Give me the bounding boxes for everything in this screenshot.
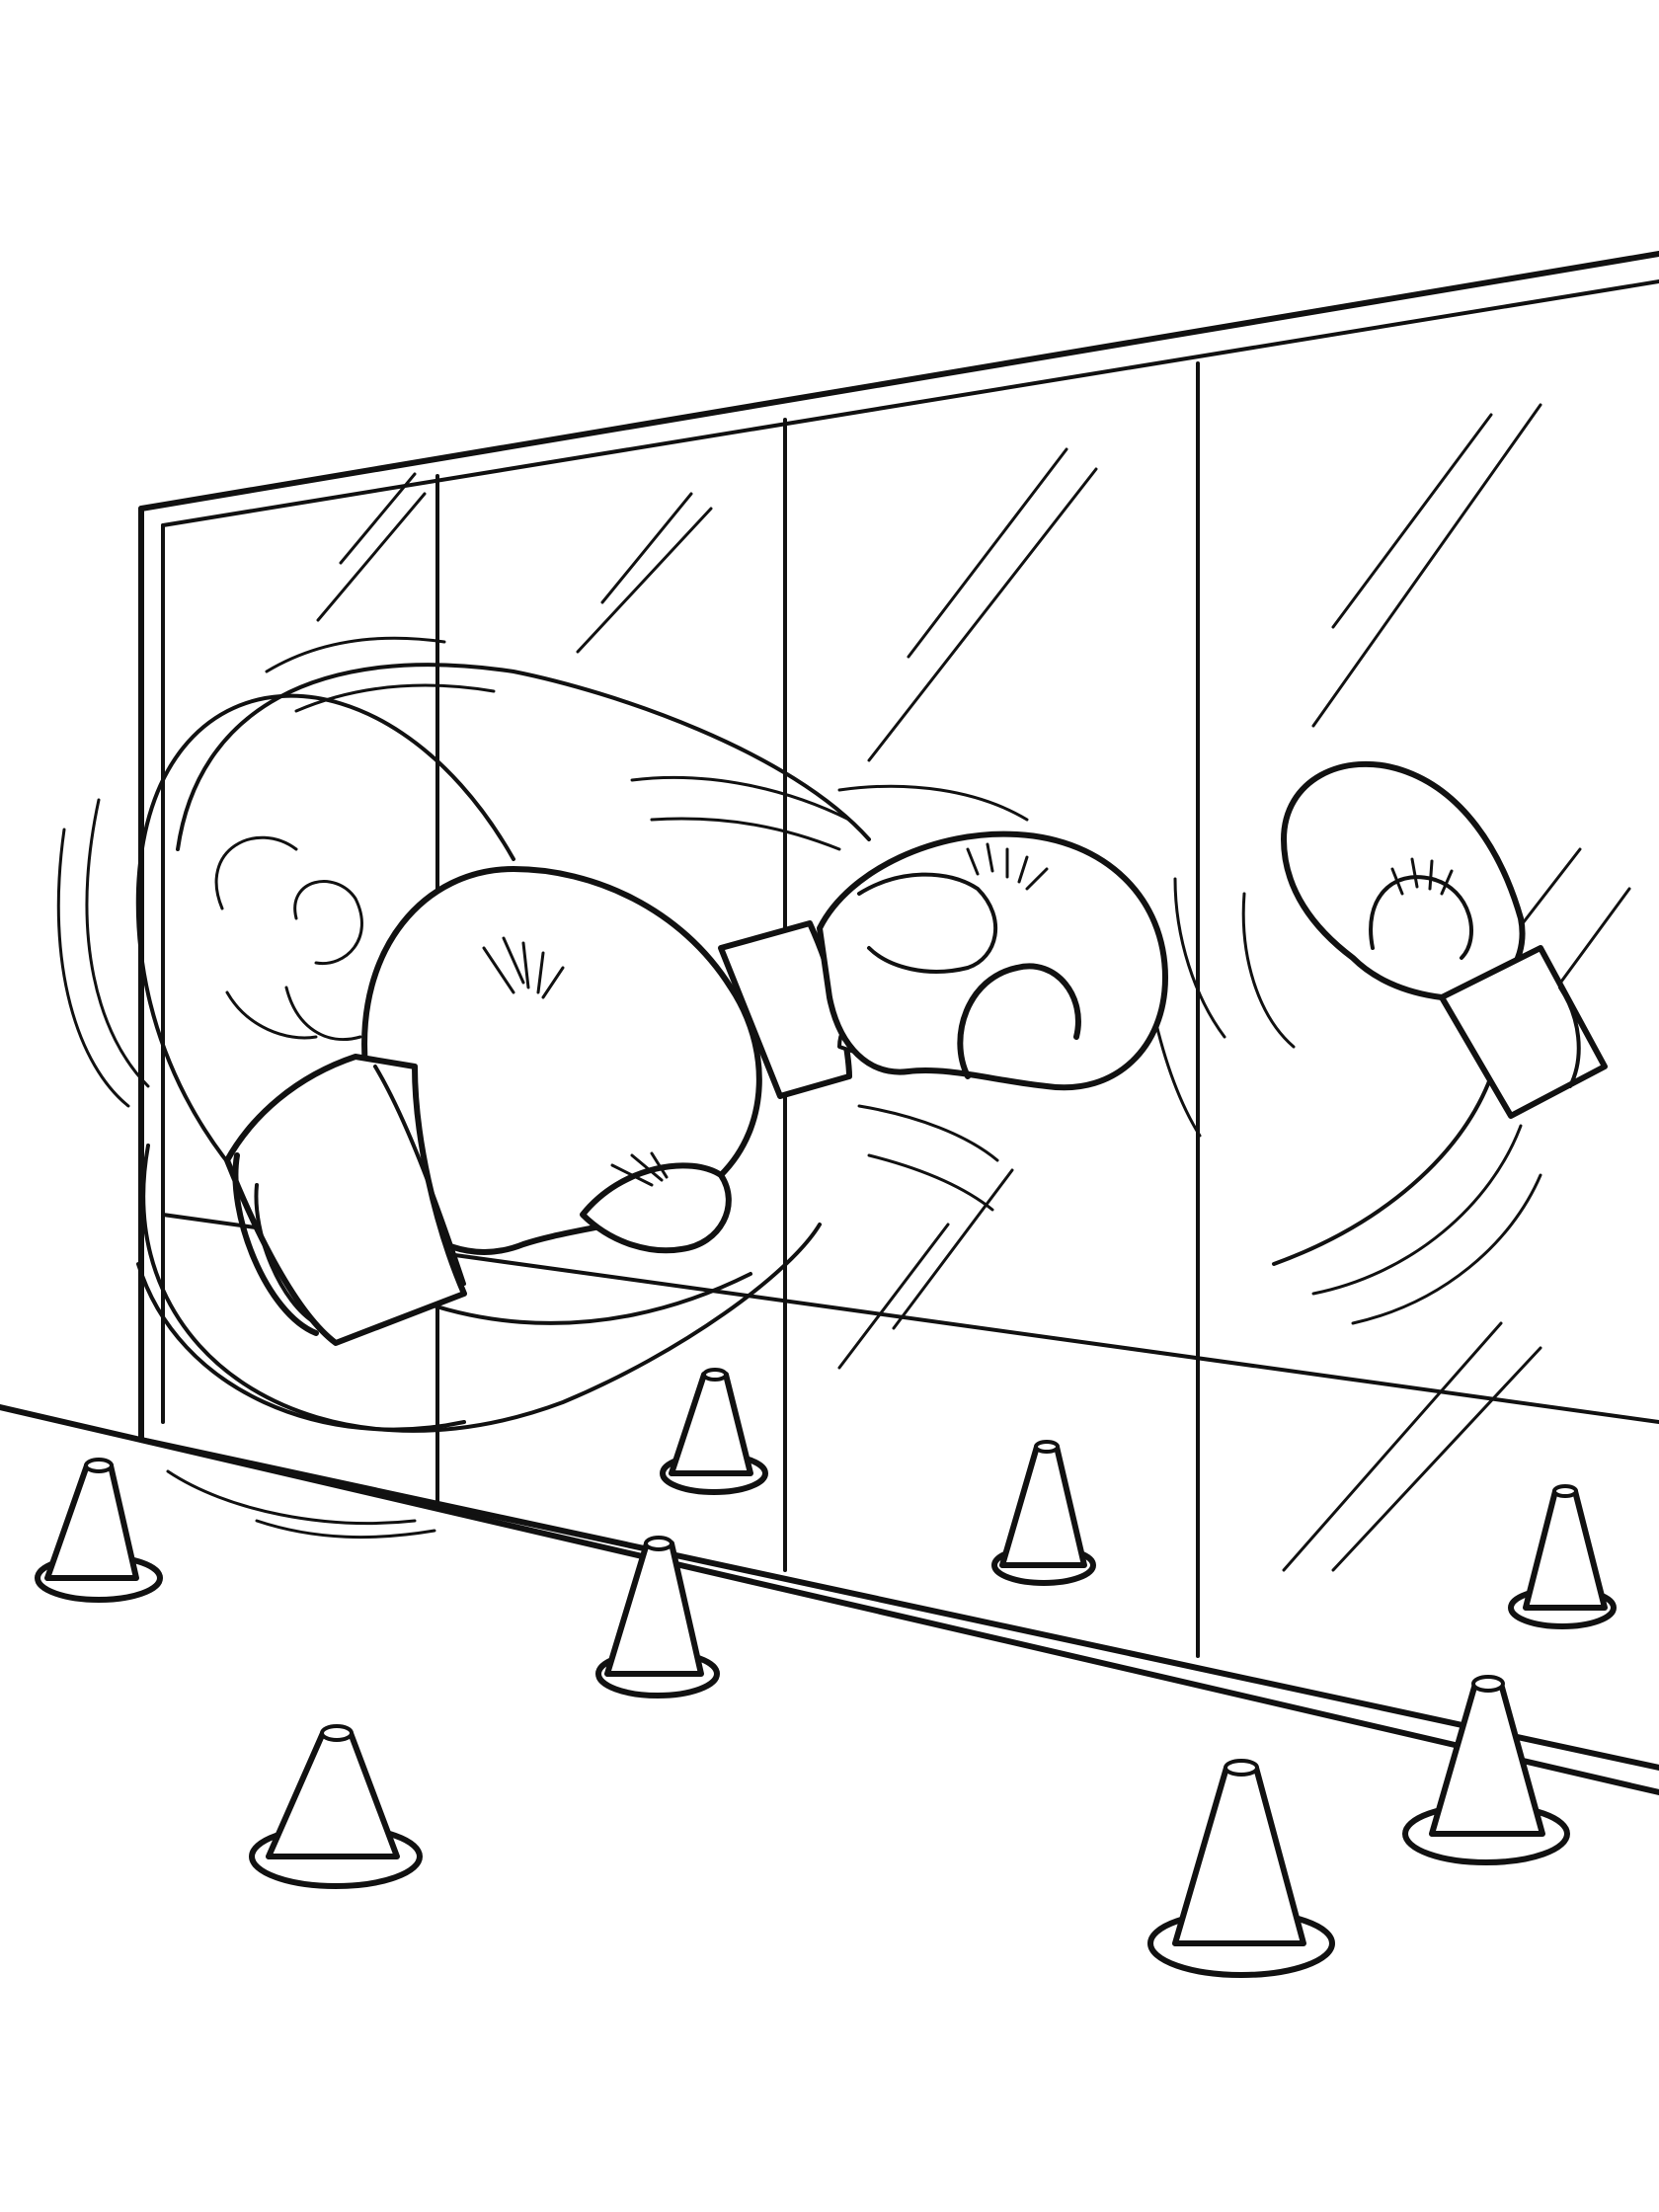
cone	[35, 1458, 163, 1603]
cone	[249, 1724, 423, 1889]
small-reflected-glove	[1281, 760, 1608, 1119]
cone	[660, 1368, 768, 1495]
cone	[991, 1440, 1096, 1586]
main-boxing-glove	[224, 866, 762, 1346]
reflected-fist	[214, 835, 363, 1042]
mirror-glare	[316, 403, 1631, 1572]
motion-swirls	[56, 636, 1542, 1540]
cone	[1402, 1675, 1570, 1865]
cone	[595, 1536, 720, 1698]
cone	[1508, 1484, 1617, 1629]
training-cones	[35, 1368, 1617, 1978]
reflected-glove	[718, 830, 1168, 1099]
cone	[1147, 1759, 1335, 1978]
